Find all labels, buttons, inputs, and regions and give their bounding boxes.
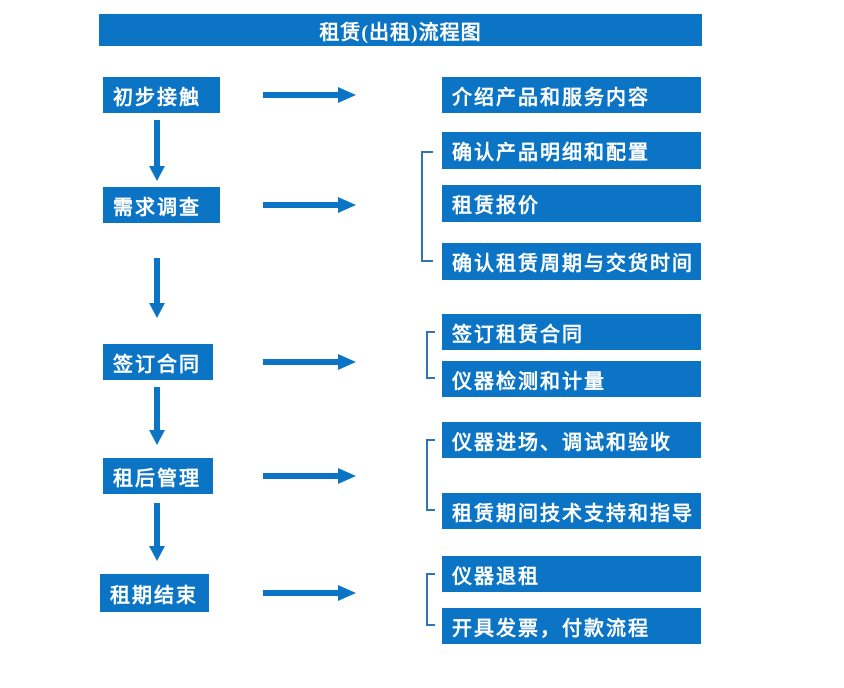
detail-box-invoice-payment: 开具发票，付款流程	[442, 608, 701, 644]
down-arrow-icon	[149, 120, 165, 181]
group-bracket-post-rental	[426, 439, 435, 511]
right-arrow-icon	[263, 468, 356, 484]
arrow-head	[149, 166, 165, 181]
arrow-head	[338, 354, 356, 370]
step-box-post-rental: 租后管理	[103, 458, 213, 494]
detail-box-tech-support: 租赁期间技术支持和指导	[442, 493, 701, 529]
step-box-sign-contract: 签订合同	[103, 344, 213, 380]
right-arrow-icon	[263, 585, 356, 601]
detail-box-introduce-products: 介绍产品和服务内容	[442, 77, 701, 113]
down-arrow-icon	[149, 387, 165, 445]
flowchart-title: 租赁(出租)流程图	[99, 14, 702, 46]
right-arrow-icon	[263, 197, 356, 213]
arrow-head	[338, 468, 356, 484]
right-arrow-icon	[263, 354, 356, 370]
step-box-rental-end: 租期结束	[100, 574, 209, 612]
detail-box-rental-quote: 租赁报价	[442, 185, 701, 222]
detail-box-instrument-calibration: 仪器检测和计量	[442, 361, 701, 397]
arrow-head	[338, 197, 356, 213]
arrow-shaft	[154, 387, 160, 431]
down-arrow-icon	[149, 503, 165, 561]
down-arrow-icon	[149, 258, 165, 318]
detail-box-instrument-return: 仪器退租	[442, 556, 701, 592]
arrow-head	[149, 430, 165, 445]
arrow-head	[149, 303, 165, 318]
arrow-shaft	[263, 92, 339, 98]
detail-box-sign-rental-contract: 签订租赁合同	[442, 314, 701, 350]
step-box-demand-survey: 需求调查	[103, 187, 220, 223]
group-bracket-demand-survey	[421, 151, 433, 262]
group-bracket-sign-contract	[426, 331, 435, 379]
detail-box-instrument-acceptance: 仪器进场、调试和验收	[442, 422, 701, 458]
arrow-shaft	[154, 503, 160, 547]
detail-box-confirm-config: 确认产品明细和配置	[442, 132, 701, 169]
arrow-head	[338, 87, 356, 103]
step-box-initial-contact: 初步接触	[103, 77, 220, 113]
group-bracket-rental-end	[426, 573, 435, 626]
arrow-shaft	[263, 202, 339, 208]
arrow-head	[149, 546, 165, 561]
arrow-shaft	[263, 590, 339, 596]
arrow-shaft	[263, 359, 339, 365]
right-arrow-icon	[263, 87, 356, 103]
detail-box-confirm-period: 确认租赁周期与交货时间	[442, 243, 701, 280]
arrow-shaft	[154, 258, 160, 304]
arrow-head	[338, 585, 356, 601]
arrow-shaft	[263, 473, 339, 479]
arrow-shaft	[154, 120, 160, 167]
